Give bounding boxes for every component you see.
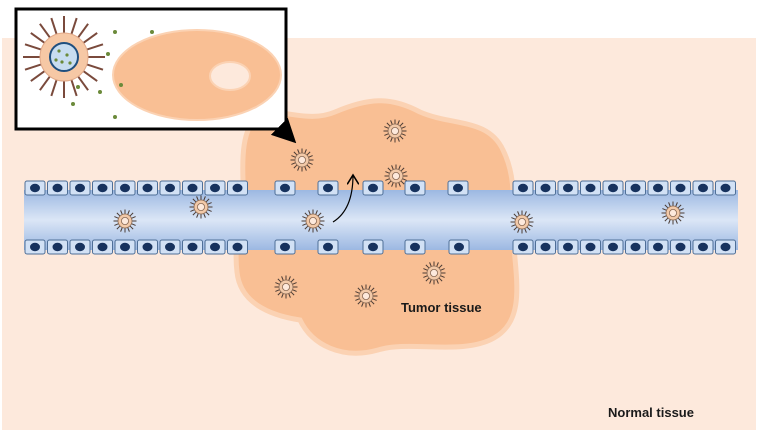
endothelial-cell	[69, 180, 91, 196]
endothelial-cell	[670, 180, 691, 196]
endothelial-cell	[92, 239, 113, 255]
normal-tissue-label: Normal tissue	[608, 405, 694, 420]
nanoparticle-icon	[301, 209, 325, 233]
endothelial-cell	[92, 180, 113, 196]
endothelial-cell	[24, 239, 46, 255]
nanoparticle-icon	[113, 209, 137, 233]
nanoparticle-icon	[661, 201, 685, 225]
endothelial-cell	[512, 239, 534, 255]
endothelial-cell	[227, 239, 248, 255]
endothelial-cell	[182, 180, 203, 196]
endothelial-cell	[692, 239, 714, 255]
endothelial-cell	[362, 239, 384, 255]
liposome-icon	[23, 16, 105, 98]
endothelial-cell	[204, 180, 226, 196]
endothelial-cell	[715, 180, 736, 196]
endothelial-cell	[448, 239, 470, 255]
endothelial-cell	[647, 239, 669, 255]
endothelial-cell	[557, 239, 579, 255]
endothelial-cell	[362, 180, 384, 196]
endothelial-cell	[715, 239, 736, 255]
endothelial-cell	[114, 180, 136, 196]
endothelial-cell	[404, 239, 426, 255]
tumor-cell-nucleus	[209, 61, 251, 91]
endothelial-cell	[227, 180, 248, 196]
endothelial-cell	[625, 239, 646, 255]
nanoparticle-icon	[384, 164, 408, 188]
endothelial-cell	[204, 239, 226, 255]
inset-zoom-panel	[14, 7, 288, 131]
endothelial-cell	[404, 180, 426, 196]
tumor-tissue-label: Tumor tissue	[401, 300, 482, 315]
endothelial-cell	[647, 180, 669, 196]
nanoparticle-icon	[510, 210, 534, 234]
nanoparticle-icon	[290, 148, 314, 172]
endothelial-cell	[670, 239, 691, 255]
endothelial-cell	[274, 239, 296, 255]
endothelial-cell	[625, 180, 646, 196]
endothelial-cell	[535, 239, 556, 255]
endothelial-cell	[692, 180, 714, 196]
endothelial-cell	[557, 180, 579, 196]
endothelial-cell	[159, 180, 181, 196]
endothelial-cell	[159, 239, 181, 255]
nanoparticle-icon	[274, 275, 298, 299]
endothelial-cell	[580, 180, 601, 196]
pointer-arrow-icon	[270, 117, 297, 144]
endothelial-cell	[512, 180, 534, 196]
endothelial-cell	[602, 180, 624, 196]
nanoparticles	[113, 119, 685, 308]
endothelial-cell	[535, 180, 556, 196]
endothelial-cell	[317, 180, 339, 196]
endothelial-cell	[182, 239, 203, 255]
nanoparticle-icon	[354, 284, 378, 308]
endothelial-cell	[47, 239, 68, 255]
released-drug-dots	[71, 30, 154, 119]
endothelial-cell	[24, 180, 46, 196]
nanoparticle-icon	[383, 119, 407, 143]
endothelial-cell	[114, 239, 136, 255]
endothelial-cell	[602, 239, 624, 255]
extravasation-arrow-icon	[332, 175, 353, 223]
endothelial-cell	[580, 239, 601, 255]
nanoparticle-icon	[422, 261, 446, 285]
endothelial-cell	[137, 180, 158, 196]
endothelial-cell	[447, 180, 469, 196]
endothelial-cells	[24, 180, 736, 255]
tumor-cell	[112, 29, 282, 121]
endothelial-cell	[274, 180, 296, 196]
endothelial-cell	[137, 239, 158, 255]
endothelial-cell	[69, 239, 91, 255]
endothelial-cell	[47, 180, 68, 196]
nanoparticle-icon	[189, 195, 213, 219]
endothelial-cell	[317, 239, 339, 255]
